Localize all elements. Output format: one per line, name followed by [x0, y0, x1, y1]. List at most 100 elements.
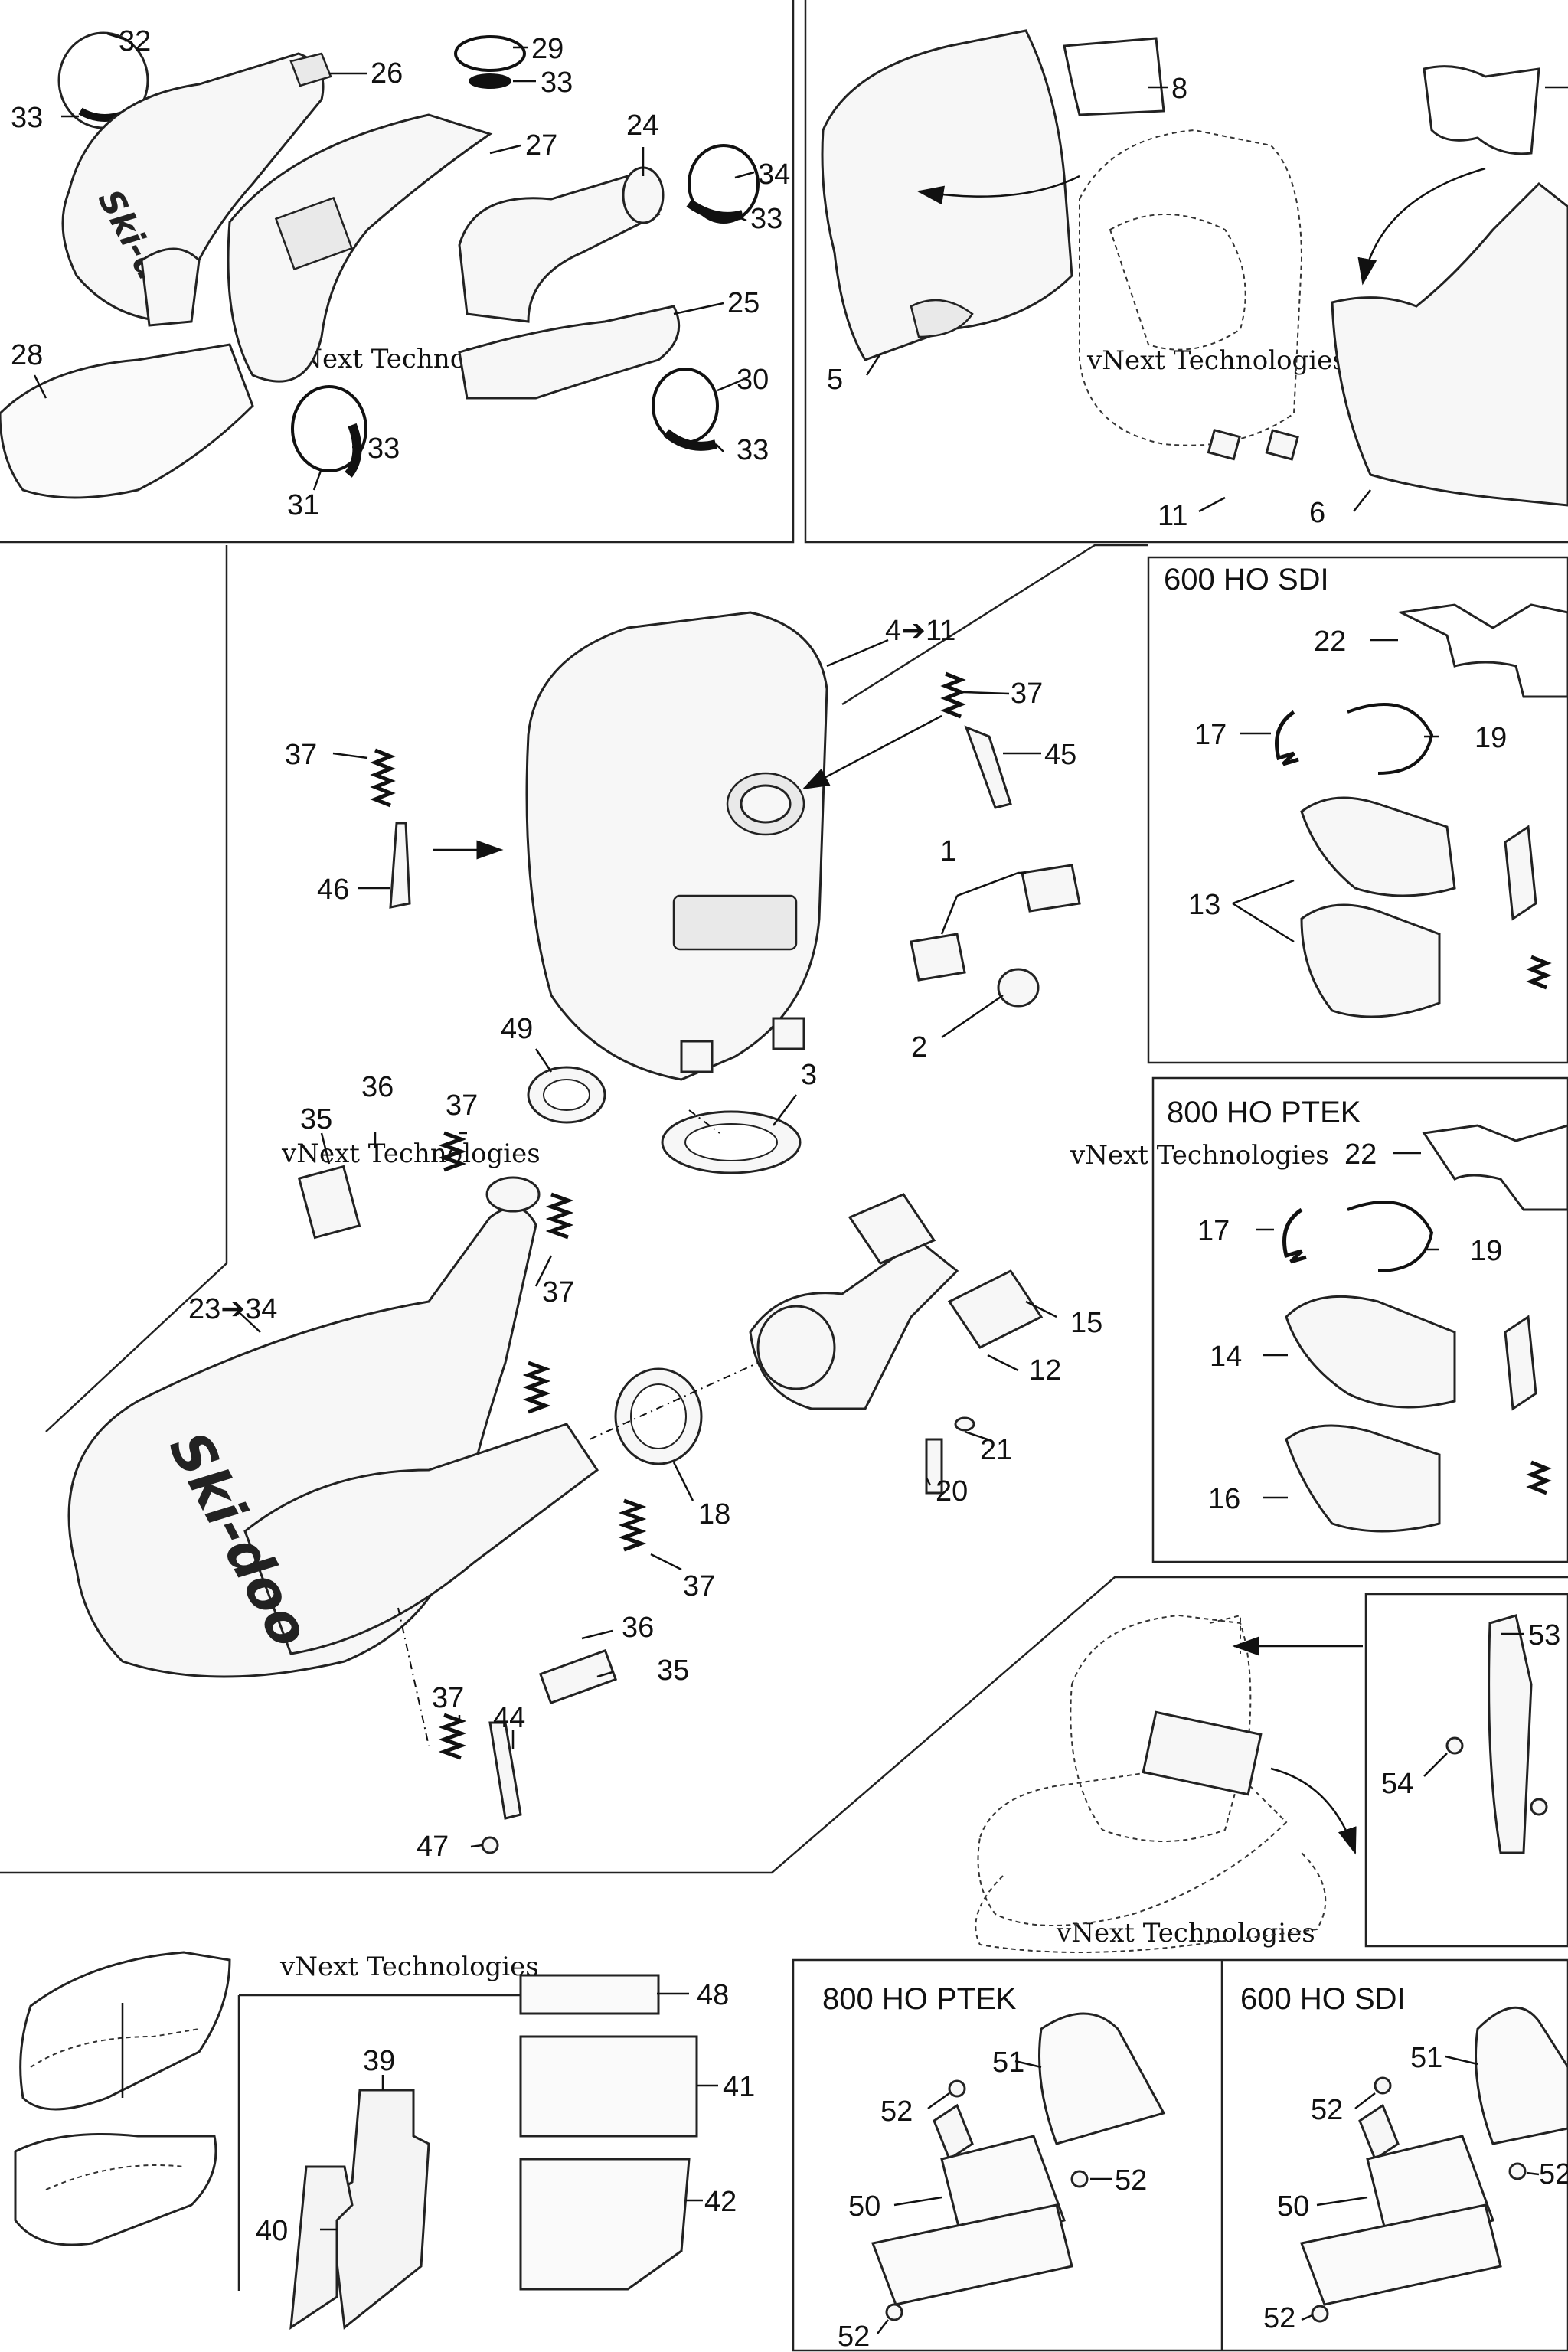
callout-14: 14	[1210, 1341, 1242, 1373]
callout-6: 6	[1309, 497, 1325, 529]
box-600-top-callouts: 22 17 19 13	[1188, 626, 1507, 921]
bottom-left-assembly	[14, 1951, 718, 2330]
callout-37: 37	[446, 1089, 478, 1122]
box-800-ho-ptek-bottom: 800 HO PTEK	[822, 1982, 1166, 2334]
callout-21: 21	[980, 1434, 1012, 1466]
callout-29: 29	[531, 33, 564, 65]
top-left-callouts: 32 33 26 29 33 27 24 34 33 25 28 30 33 3…	[11, 25, 790, 521]
callout-33: 33	[737, 434, 769, 466]
center-callouts: 4➔11 37 45 37 46 1 2 49 3 36 35 37 37 23…	[188, 615, 1102, 1863]
callout-28: 28	[11, 339, 43, 371]
callout-54: 54	[1381, 1768, 1413, 1800]
box-600-ho-sdi-top: 600 HO SDI	[1164, 563, 1568, 1018]
callout-12: 12	[1029, 1354, 1061, 1387]
watermark-text: vNext Technologies	[1086, 345, 1346, 376]
bottom-left-callouts: 39 40 48 41 42	[256, 1979, 755, 2247]
callout-45: 45	[1044, 739, 1076, 771]
box-600-ho-sdi-bottom: 600 HO SDI	[1240, 1982, 1568, 2323]
callout-2: 2	[911, 1031, 927, 1063]
callout-5: 5	[827, 364, 843, 396]
top-left-assembly: Ski-doo	[0, 31, 760, 499]
callout-51: 51	[992, 2047, 1024, 2079]
callout-37: 37	[542, 1276, 574, 1308]
callout-19: 19	[1470, 1235, 1502, 1267]
callout-52: 52	[1311, 2094, 1343, 2126]
callout-50: 50	[848, 2190, 880, 2223]
callout-26: 26	[371, 57, 403, 90]
watermark-group: vNext Technologies vNext Technologies vN…	[279, 344, 1346, 1982]
center-assembly: Ski-doo	[67, 611, 1081, 1854]
callout-49: 49	[501, 1013, 533, 1045]
callout-42: 42	[704, 2186, 737, 2218]
callout-15: 15	[1070, 1307, 1102, 1339]
section-title: 600 HO SDI	[1240, 1982, 1406, 2016]
callout-17: 17	[1197, 1215, 1230, 1247]
callout-32: 32	[119, 25, 151, 57]
callout-44: 44	[493, 1702, 525, 1734]
box-800-mid-callouts: 22 17 19 14 16	[1197, 1138, 1502, 1515]
callout-19: 19	[1475, 722, 1507, 754]
callout-37: 37	[432, 1682, 464, 1714]
callout-31: 31	[287, 489, 319, 521]
callout-33: 33	[541, 67, 573, 99]
callout-27: 27	[525, 129, 557, 162]
box-800-bottom-callouts: 51 52 52 50 52	[838, 2047, 1147, 2352]
section-title: 800 HO PTEK	[1167, 1096, 1361, 1129]
callout-36: 36	[622, 1612, 654, 1644]
section-title: 600 HO SDI	[1164, 563, 1329, 596]
callout-11: 11	[1158, 500, 1187, 532]
callout-18: 18	[698, 1498, 730, 1530]
callout-16: 16	[1208, 1483, 1240, 1515]
watermark-text: vNext Technologies	[1056, 1918, 1315, 1949]
callout-17: 17	[1194, 719, 1227, 751]
callout-1: 1	[940, 835, 956, 867]
callout-52: 52	[1115, 2164, 1147, 2197]
callout-4-to-11: 4➔11	[885, 615, 956, 647]
callout-41: 41	[723, 2071, 755, 2103]
callout-52: 52	[1539, 2158, 1568, 2190]
callout-53: 53	[1528, 1619, 1560, 1651]
watermark-text: vNext Technologies	[1070, 1140, 1329, 1171]
callout-3: 3	[801, 1059, 817, 1091]
callout-30: 30	[737, 364, 769, 396]
callout-35: 35	[657, 1655, 689, 1687]
overview-callouts: 53 54	[1381, 1619, 1560, 1800]
callout-33: 33	[11, 102, 43, 134]
top-right-callouts: 8 5 11 6	[827, 73, 1325, 532]
callout-47: 47	[416, 1831, 449, 1863]
callout-25: 25	[727, 287, 760, 319]
callout-22: 22	[1314, 626, 1346, 658]
callout-52: 52	[880, 2096, 913, 2128]
callout-36: 36	[361, 1071, 394, 1103]
callout-22: 22	[1344, 1138, 1377, 1171]
callout-52: 52	[838, 2321, 870, 2352]
callout-48: 48	[697, 1979, 729, 2011]
callout-39: 39	[363, 2045, 395, 2077]
box-600-bottom-callouts: 51 52 52 50 52	[1263, 2042, 1568, 2334]
callout-13: 13	[1188, 889, 1220, 921]
callout-37: 37	[1011, 678, 1043, 710]
callout-52: 52	[1263, 2302, 1295, 2334]
callout-23-to-34: 23➔34	[188, 1293, 277, 1325]
callout-24: 24	[626, 109, 658, 142]
callout-46: 46	[317, 874, 349, 906]
section-title: 800 HO PTEK	[822, 1982, 1017, 2016]
callout-33: 33	[750, 203, 782, 235]
callout-40: 40	[256, 2215, 288, 2247]
callout-51: 51	[1410, 2042, 1442, 2074]
callout-33: 33	[368, 433, 400, 465]
assembled-overview	[975, 1614, 1548, 1953]
top-right-assembly	[821, 29, 1568, 513]
box-800-ho-ptek-mid: 800 HO PTEK	[1167, 1096, 1568, 1533]
callout-35: 35	[300, 1103, 332, 1135]
callout-20: 20	[936, 1475, 968, 1508]
watermark-text: vNext Technologies	[279, 1952, 539, 1982]
callout-8: 8	[1171, 73, 1187, 105]
callout-50: 50	[1277, 2190, 1309, 2223]
callout-37: 37	[285, 739, 317, 771]
callout-34: 34	[758, 158, 790, 191]
callout-37: 37	[683, 1570, 715, 1602]
watermark-text: vNext Technologies	[281, 1138, 541, 1169]
